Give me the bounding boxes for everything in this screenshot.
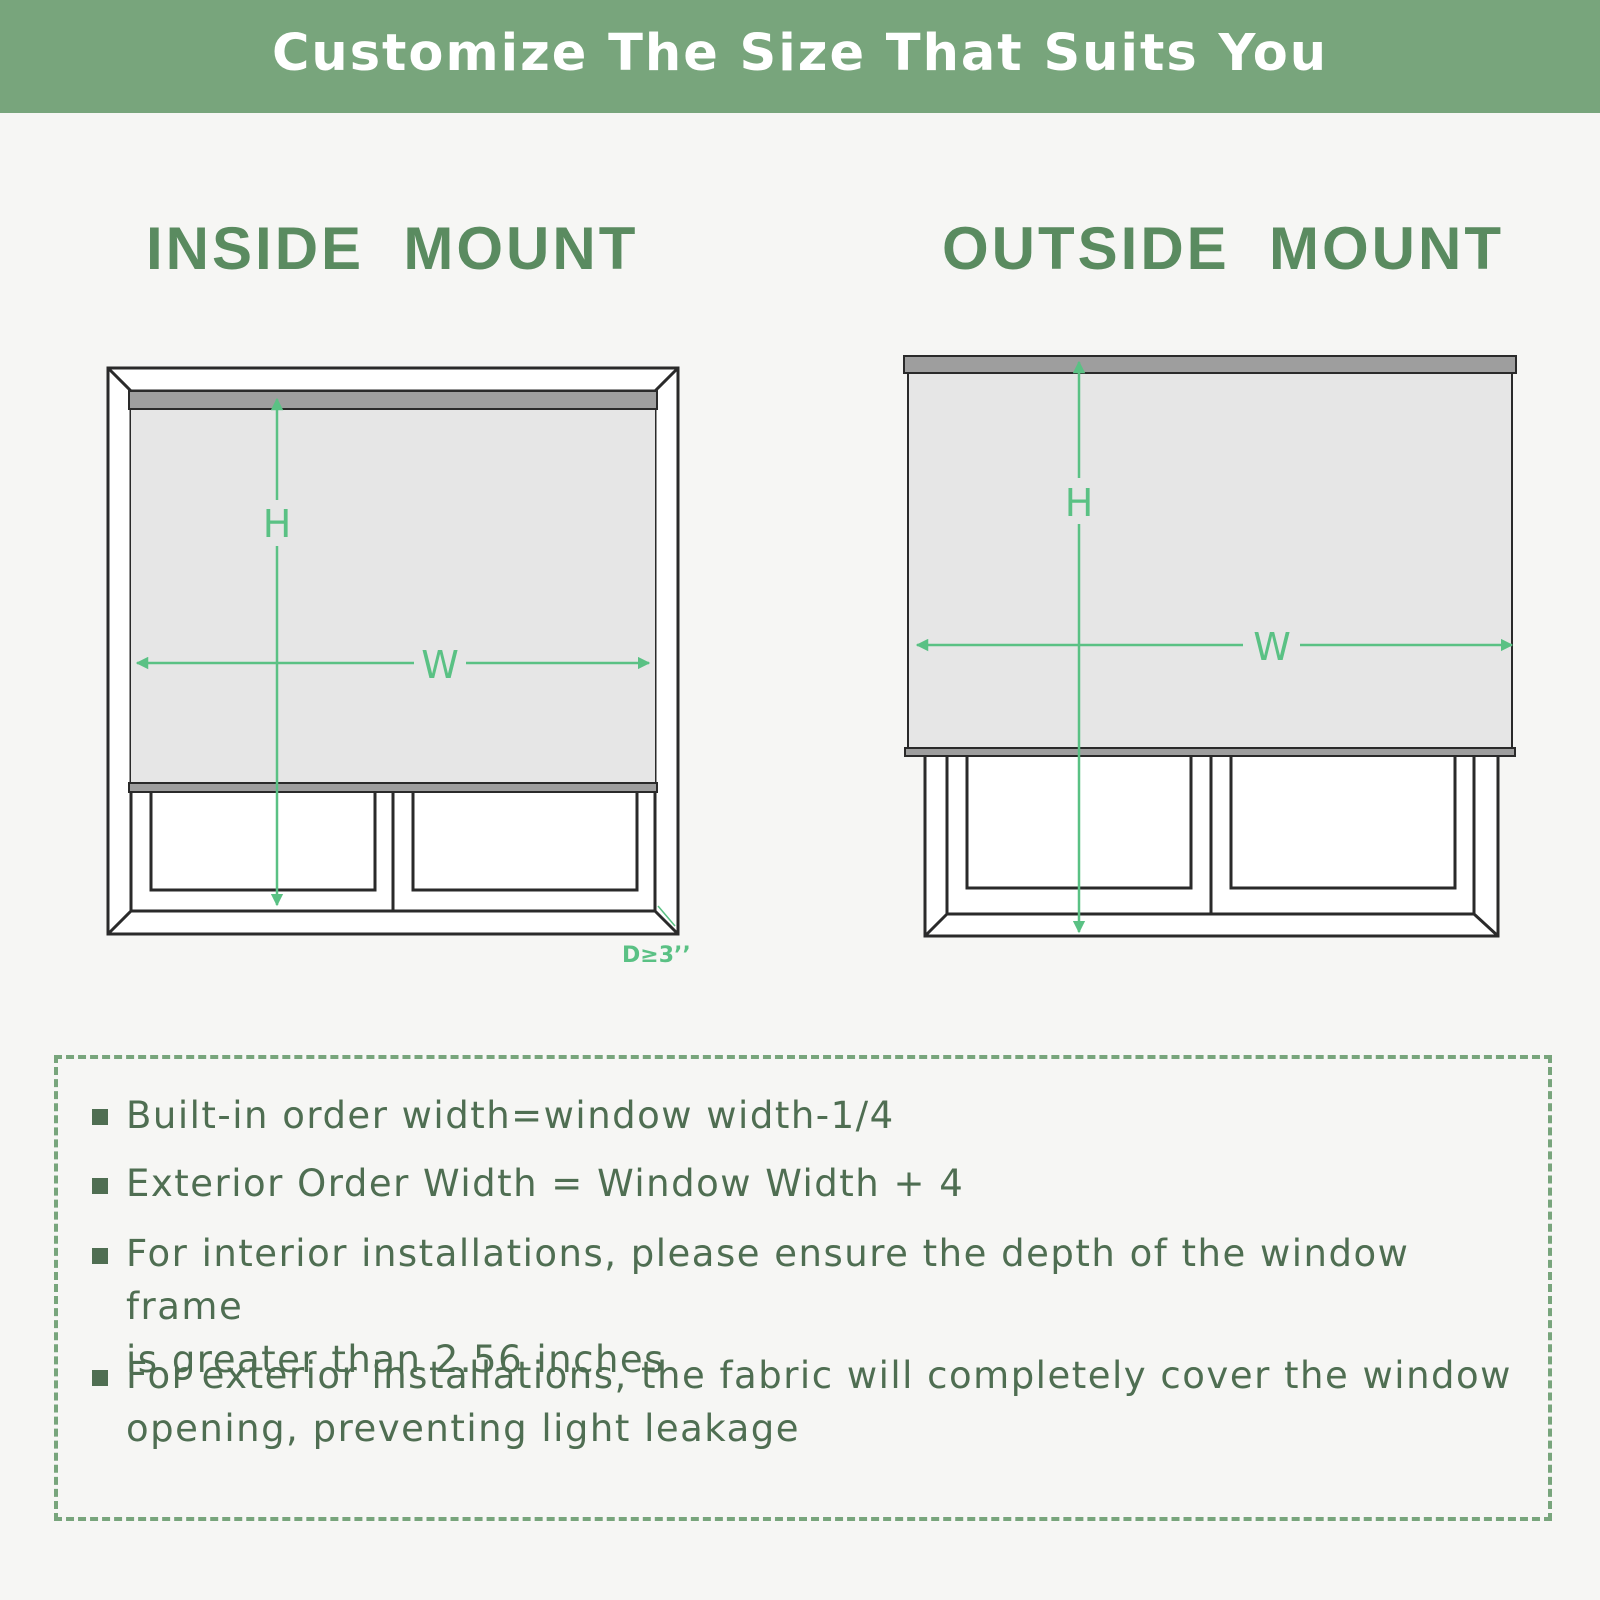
notes-box: Built-in order width=window width-1/4 Ex… <box>54 1055 1552 1521</box>
note-line: Built-in order width=window width-1/4 <box>126 1094 895 1137</box>
outside-mount-title: OUTSIDE MOUNT <box>942 215 1504 282</box>
outside-shade-fabric <box>907 372 1513 752</box>
note-line: is greater than 2.56 inches <box>126 1338 665 1381</box>
inside-width-label: W <box>421 643 459 687</box>
inside-bottom-rail <box>128 782 658 793</box>
outside-height-label: H <box>1065 481 1094 525</box>
note-item: Exterior Order Width = Window Width + 4 <box>126 1157 1526 1210</box>
outside-width-label: W <box>1253 625 1291 669</box>
note-item: For exterior installations, the fabric w… <box>126 1349 1526 1455</box>
inside-height-label-bg <box>262 500 292 546</box>
inside-height-label: H <box>263 502 292 546</box>
bullet-icon <box>92 1248 108 1264</box>
note-line: For interior installations, please ensur… <box>126 1232 1410 1328</box>
inside-headrail <box>128 390 658 410</box>
outside-window-frame <box>923 750 1500 938</box>
note-item: For interior installations, please ensur… <box>126 1227 1526 1386</box>
inside-mount-title: INSIDE MOUNT <box>146 215 639 282</box>
bullet-icon <box>92 1109 108 1125</box>
inside-depth-label: D≥3’’ <box>622 943 691 968</box>
inside-mount-diagram: H W D≥3’’ <box>106 366 691 968</box>
depth-indicator <box>657 905 676 927</box>
note-line: Exterior Order Width = Window Width + 4 <box>126 1162 965 1205</box>
mount-diagrams: H W D≥3’’ H W <box>106 355 1517 968</box>
note-line: For exterior installations, the fabric w… <box>126 1354 1512 1397</box>
note-item: Built-in order width=window width-1/4 <box>126 1089 1526 1142</box>
bullet-icon <box>92 1370 108 1386</box>
outside-bottom-rail <box>904 747 1516 757</box>
outside-headrail <box>903 355 1517 374</box>
header-banner: Customize The Size That Suits You <box>0 0 1600 113</box>
bullet-icon <box>92 1178 108 1194</box>
outside-mount-diagram: H W <box>903 355 1517 938</box>
inside-shade-fabric <box>131 409 655 783</box>
page-title: Customize The Size That Suits You <box>271 24 1329 83</box>
note-line: opening, preventing light leakage <box>126 1407 801 1450</box>
outside-height-label-bg <box>1064 478 1094 524</box>
